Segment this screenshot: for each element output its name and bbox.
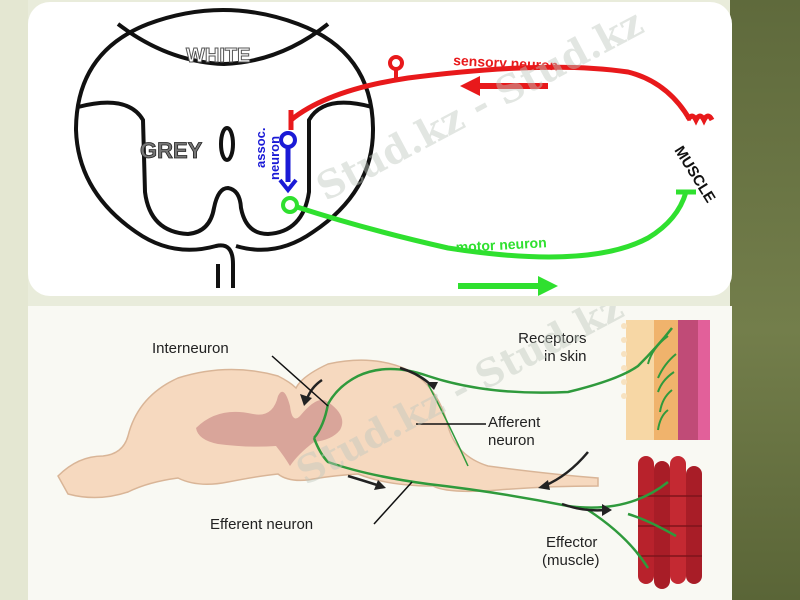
assoc-neuron-body	[279, 131, 297, 149]
effector-label-line1: Effector	[546, 534, 598, 551]
grey-matter-label: GREY	[140, 138, 203, 163]
efferent-neuron-label: Efferent neuron	[210, 516, 314, 533]
afferent-label-line1: Afferent	[488, 414, 541, 431]
assoc-neuron-label-line2: neuron	[267, 136, 282, 180]
reflex-arc-svg: WHITE GREY sensory neuron assoc. neuron …	[73, 8, 719, 296]
interneuron-leader	[271, 355, 329, 407]
sensory-neuron	[289, 64, 693, 122]
slide-left-border	[0, 0, 28, 600]
central-canal	[219, 126, 235, 162]
grey-matter-section	[196, 391, 343, 466]
white-matter-label: WHITE	[186, 45, 250, 67]
effector-label-line2: (muscle)	[542, 552, 600, 569]
motor-neuron-body	[281, 196, 299, 214]
motor-neuron	[296, 191, 689, 260]
afferent-label-line2: neuron	[488, 432, 535, 449]
grey-matter-outline	[77, 100, 373, 237]
motor-neuron-label: motor neuron	[455, 234, 547, 255]
effector-label: Effector (muscle)	[542, 534, 600, 570]
receptors-label-line2: in skin	[544, 348, 587, 365]
receptors-label: Receptors in skin	[508, 330, 587, 366]
sensory-ganglion	[388, 55, 404, 71]
muscle-label: MUSCLE	[671, 143, 719, 206]
reflex-illustration-svg	[57, 320, 710, 589]
sensory-receptor	[685, 113, 715, 126]
receptors-label-line1: Receptors	[518, 330, 587, 347]
reflex-arc-illustration: Interneuron Receptors in skin Afferent n…	[28, 306, 732, 600]
afferent-neuron	[326, 327, 673, 405]
interneuron	[313, 403, 330, 439]
efferent-leader	[373, 481, 413, 525]
afferent-neuron-label: Afferent neuron	[488, 414, 540, 450]
sensory-neuron-label: sensory neuron	[453, 52, 559, 73]
assoc-neuron-label-line1: assoc.	[253, 128, 268, 168]
interneuron-label: Interneuron	[152, 340, 229, 357]
spinal-cord-reflex-diagram: WHITE GREY sensory neuron assoc. neuron …	[28, 2, 732, 296]
slide-right-background	[730, 0, 800, 600]
